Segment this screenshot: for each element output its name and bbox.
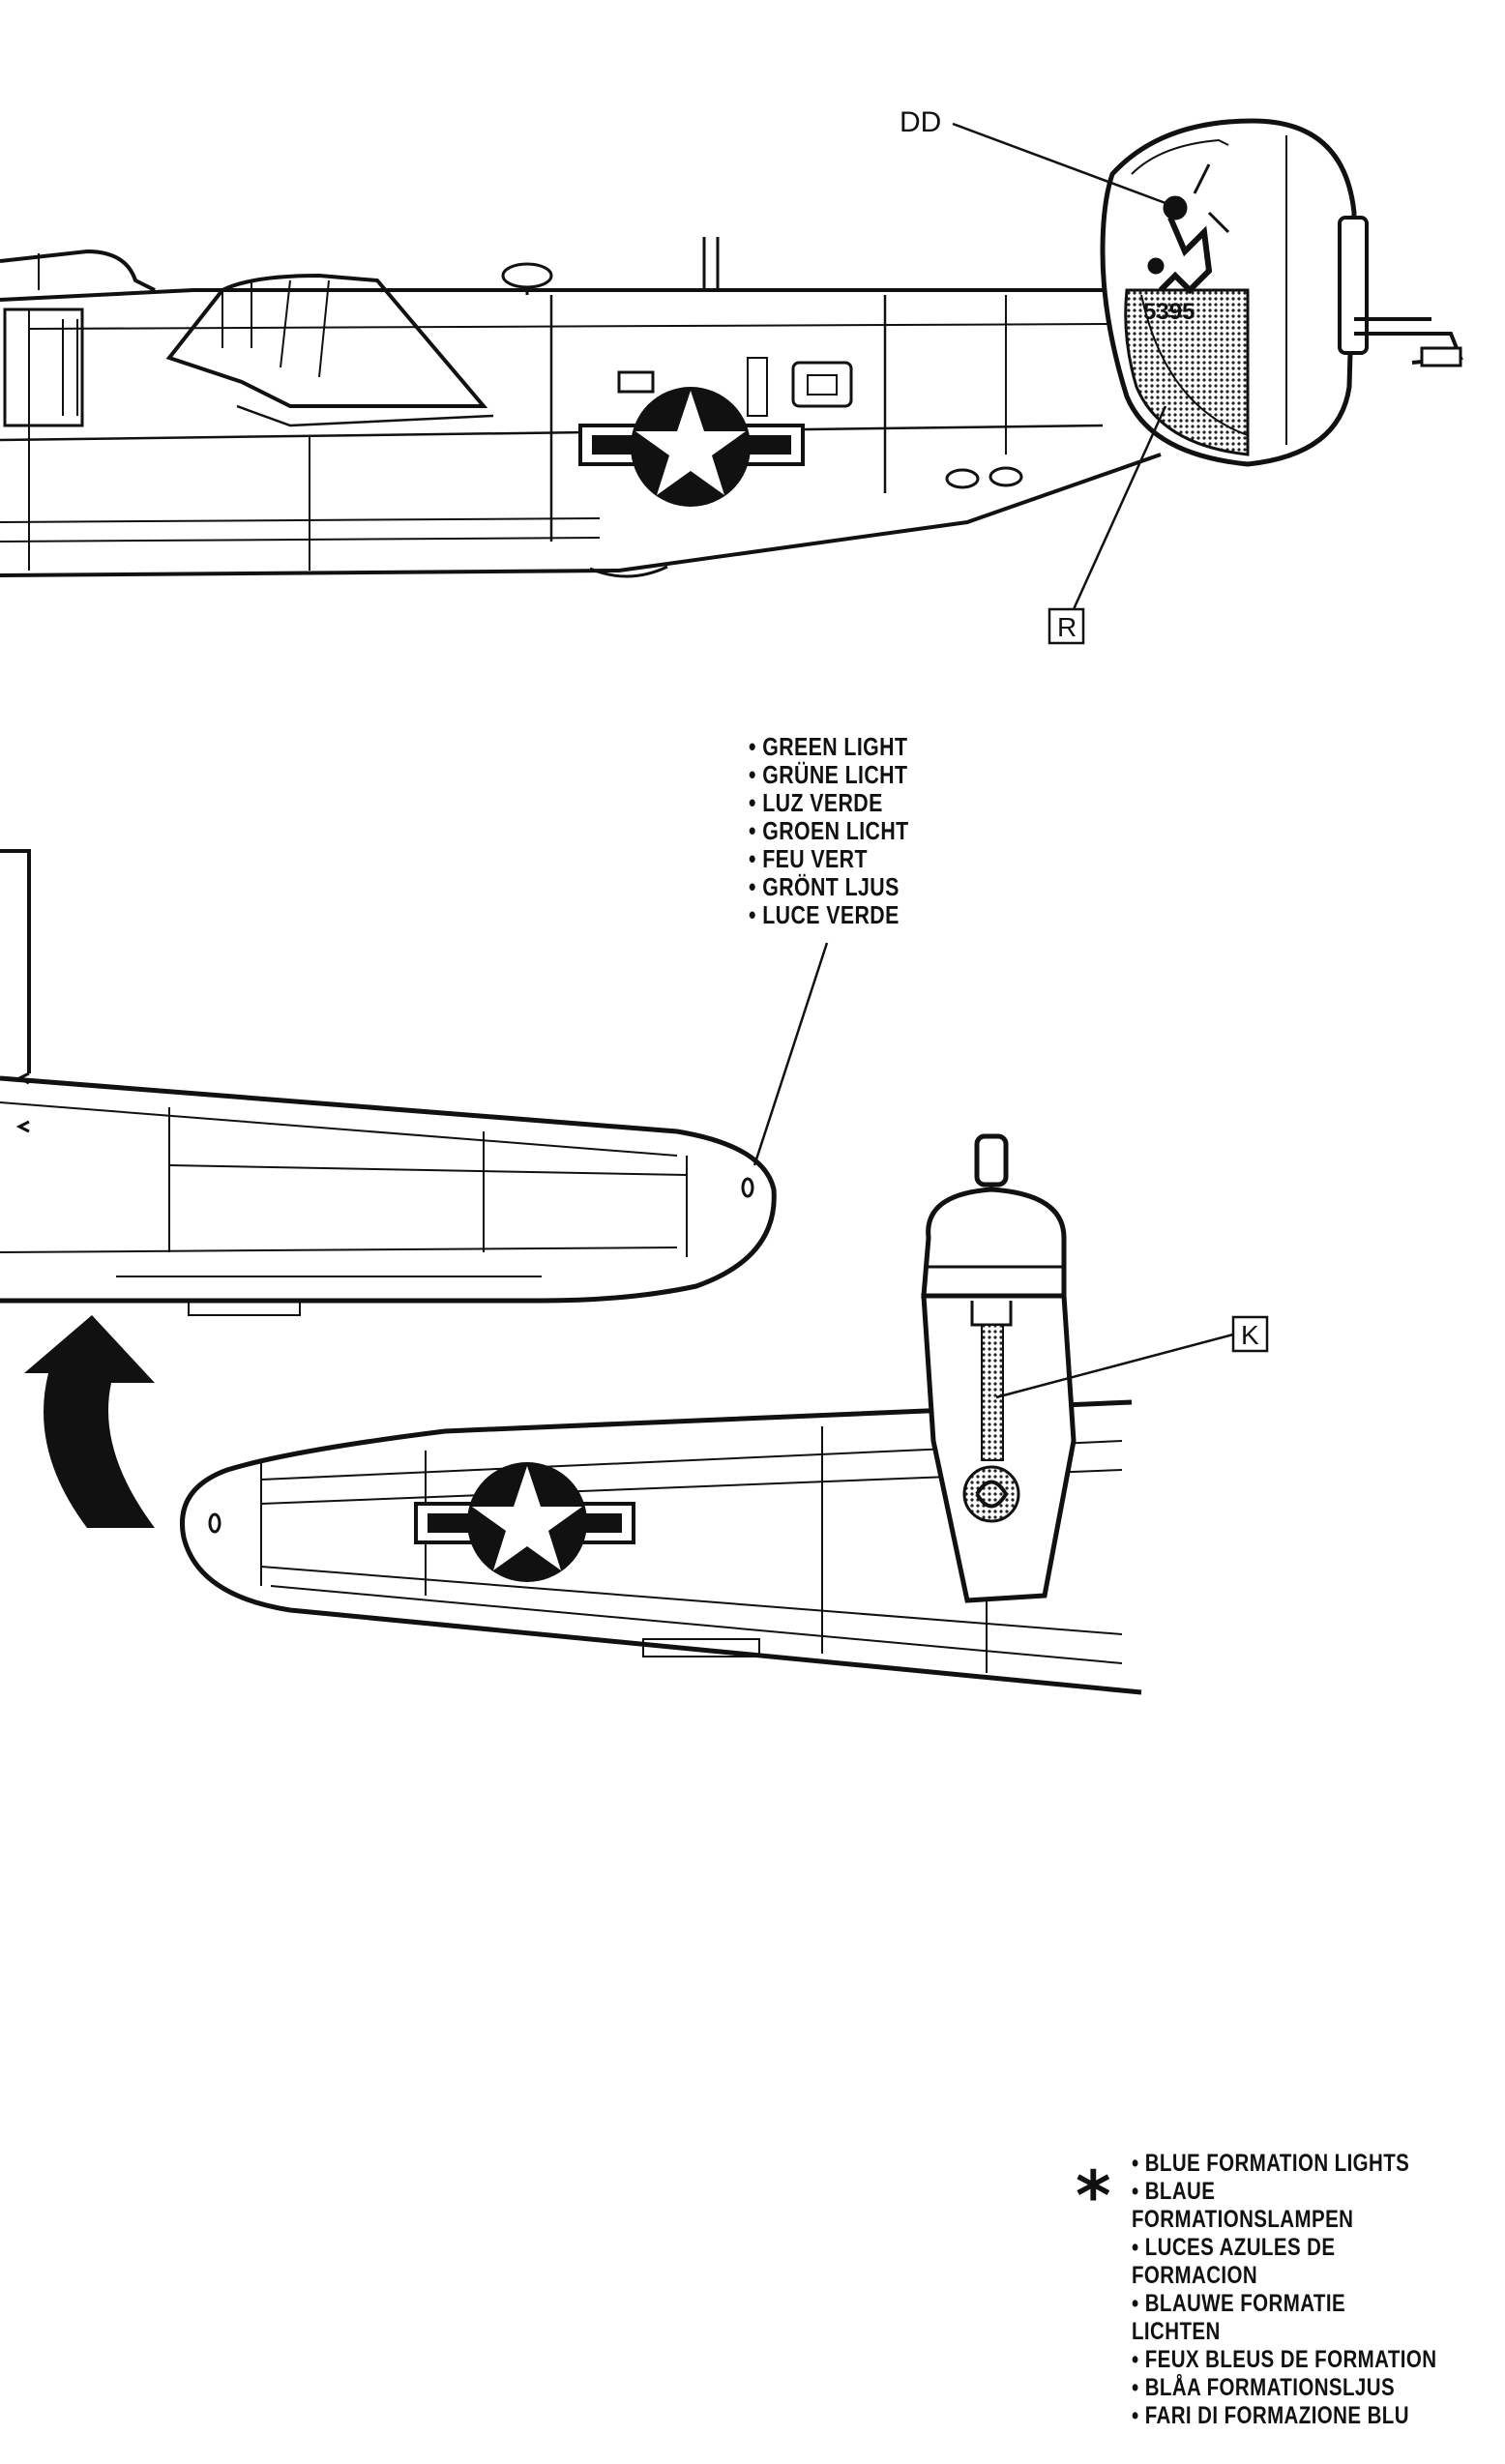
list-item: LUCES AZULES DE FORMACION <box>1132 2234 1438 2290</box>
list-item: BLUE FORMATION LIGHTS <box>1132 2150 1438 2178</box>
callout-r: R <box>1048 405 1167 645</box>
svg-text:K: K <box>1241 1320 1259 1350</box>
flip-arrow <box>24 1315 155 1528</box>
fuselage-side-view <box>0 237 1162 578</box>
engine-nacelle <box>921 1133 1077 1603</box>
lower-wing-view <box>180 1399 1142 1695</box>
list-item: GRÖNT LJUS <box>749 873 909 901</box>
upper-wing-view <box>0 849 777 1316</box>
list-item: GREEN LIGHT <box>749 733 909 761</box>
blue-light-marker <box>208 1512 221 1534</box>
green-light-labels: GREEN LIGHT GRÜNE LICHT LUZ VERDE GROEN … <box>749 733 909 929</box>
green-light-leader <box>752 942 829 1166</box>
list-item: LUCE VERDE <box>749 901 909 929</box>
list-item: FEUX BLEUS DE FORMATION <box>1132 2346 1438 2374</box>
callout-dd: DD <box>900 106 1166 205</box>
svg-text:DD: DD <box>900 106 941 138</box>
tail-serial-number: 5395 <box>1143 299 1195 325</box>
green-light-marker <box>741 1177 754 1198</box>
list-item: GRÜNE LICHT <box>749 761 909 789</box>
tail-fin <box>1100 118 1463 467</box>
blue-formation-lights-labels: BLUE FORMATION LIGHTS BLAUE FORMATIONSLA… <box>1132 2150 1438 2430</box>
list-item: BLÅA FORMATIONSLJUS <box>1132 2374 1438 2402</box>
list-item: LUZ VERDE <box>749 789 909 817</box>
list-item: BLAUWE FORMATIE LICHTEN <box>1132 2290 1438 2346</box>
svg-text:R: R <box>1057 612 1077 642</box>
fuselage-star-insignia <box>578 387 805 507</box>
list-item: FEU VERT <box>749 845 909 873</box>
list-item: FARI DI FORMAZIONE BLU <box>1132 2402 1438 2430</box>
wing-star-insignia <box>414 1462 635 1582</box>
list-item: BLAUE FORMATIONSLAMPEN <box>1132 2178 1438 2234</box>
list-item: GROEN LICHT <box>749 817 909 845</box>
callout-k: K <box>995 1315 1269 1399</box>
footnote-asterisk: * <box>1076 2156 1111 2236</box>
tail-nose-art <box>1147 163 1230 295</box>
